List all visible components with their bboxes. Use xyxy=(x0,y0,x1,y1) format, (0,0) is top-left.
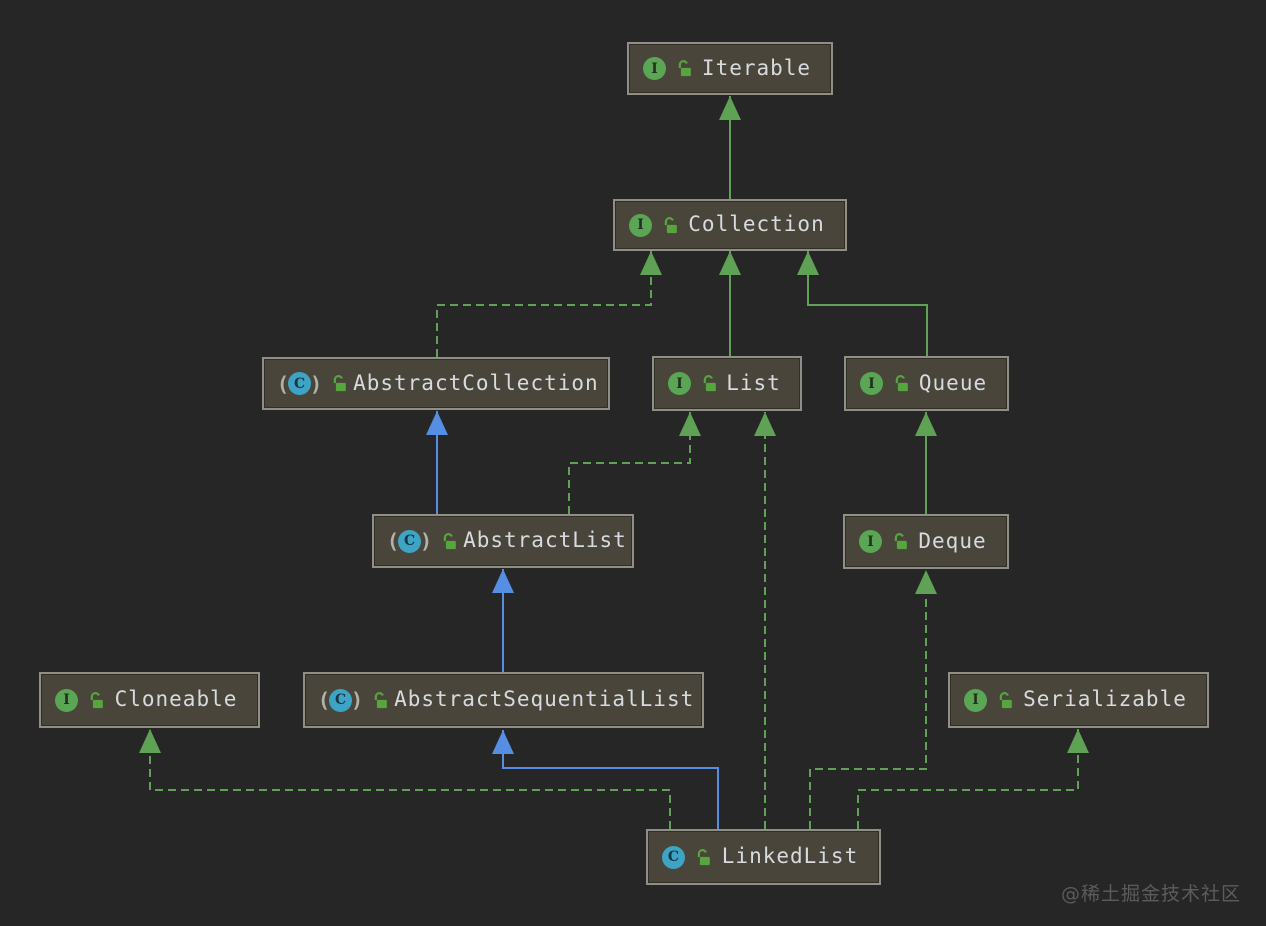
interface-icon: I xyxy=(860,372,883,395)
open-lock-icon xyxy=(661,216,680,235)
edge-linkedlist-implements-deque xyxy=(809,570,927,829)
interface-node-collection[interactable]: ( I ) Collection xyxy=(613,199,847,251)
class-icon: C xyxy=(662,845,685,869)
type-icon: ( C ) xyxy=(277,371,323,396)
type-letter: C xyxy=(667,849,680,865)
class-icon: C xyxy=(288,372,312,395)
abstract-class-node-abstractsequentiallist[interactable]: ( C ) AbstractSequentialList xyxy=(303,672,704,728)
type-letter: C xyxy=(403,533,416,549)
type-icon: ( I ) xyxy=(860,372,883,395)
abstract-class-node-abstractlist[interactable]: ( C ) AbstractList xyxy=(372,514,634,568)
abstract-paren-right: ) xyxy=(310,371,323,396)
type-icon: ( I ) xyxy=(859,530,882,553)
interface-icon: I xyxy=(964,688,987,712)
arrowhead-icon-abstractlist-to-list xyxy=(679,412,701,436)
open-lock-icon xyxy=(700,374,719,393)
open-lock-icon xyxy=(440,532,459,551)
arrowhead-icon-collection-to-iterable xyxy=(719,96,741,120)
open-lock-icon xyxy=(675,59,694,78)
type-icon: ( C ) xyxy=(318,688,364,712)
arrowhead-icon-linkedlist-to-abstractsequentiallist xyxy=(492,730,514,754)
edge-abstractlist-implements-list xyxy=(568,412,691,514)
abstract-paren-right: ) xyxy=(351,688,364,712)
arrowhead-icon-linkedlist-to-deque xyxy=(915,570,937,594)
type-icon: ( C ) xyxy=(387,529,433,553)
open-lock-icon xyxy=(330,374,349,393)
type-icon: ( I ) xyxy=(55,688,78,712)
arrowhead-icon-linkedlist-to-list xyxy=(754,412,776,436)
abstract-paren-left: ( xyxy=(387,529,400,553)
arrowhead-icon-linkedlist-to-cloneable xyxy=(139,729,161,753)
edge-linkedlist-implements-serializable xyxy=(857,729,1079,829)
open-lock-icon xyxy=(87,691,106,710)
open-lock-icon xyxy=(371,691,390,710)
arrowhead-icon-abstractcollection-to-collection xyxy=(640,251,662,275)
arrowhead-icon-abstractsequentiallist-to-abstractlist xyxy=(492,569,514,593)
type-icon: ( I ) xyxy=(643,57,666,80)
interface-node-iterable[interactable]: ( I ) Iterable xyxy=(627,42,833,95)
class-icon: C xyxy=(398,529,422,553)
type-letter: I xyxy=(676,375,683,392)
interface-icon: I xyxy=(629,213,652,237)
type-letter: C xyxy=(293,375,306,392)
abstract-class-node-abstractcollection[interactable]: ( C ) AbstractCollection xyxy=(262,357,610,410)
node-label: Cloneable xyxy=(114,687,238,711)
edge-linkedlist-implements-cloneable xyxy=(149,729,671,829)
type-letter: I xyxy=(651,60,658,77)
abstract-paren-left: ( xyxy=(318,688,331,712)
abstract-paren-left: ( xyxy=(277,371,290,396)
type-letter: I xyxy=(868,375,875,392)
class-node-linkedlist[interactable]: ( C ) LinkedList xyxy=(646,829,881,885)
type-icon: ( I ) xyxy=(629,213,652,237)
node-label: Deque xyxy=(918,528,987,553)
edge-abstractcollection-implements-collection xyxy=(436,251,652,357)
type-icon: ( C ) xyxy=(662,845,685,869)
interface-node-queue[interactable]: ( I ) Queue xyxy=(844,356,1009,411)
type-icon: ( I ) xyxy=(964,688,987,712)
node-label: AbstractSequentialList xyxy=(394,687,695,711)
node-label: LinkedList xyxy=(721,844,859,868)
node-label: AbstractList xyxy=(463,528,627,552)
open-lock-icon xyxy=(892,374,911,393)
class-icon: C xyxy=(329,688,353,712)
arrowhead-icon-deque-to-queue xyxy=(915,412,937,436)
type-letter: I xyxy=(63,692,70,708)
interface-node-deque[interactable]: ( I ) Deque xyxy=(843,514,1009,569)
arrowhead-icon-abstractlist-to-abstractcollection xyxy=(426,411,448,435)
type-letter: C xyxy=(334,692,347,708)
type-letter: I xyxy=(972,692,979,708)
interface-icon: I xyxy=(643,57,666,80)
open-lock-icon xyxy=(694,848,713,867)
node-label: Iterable xyxy=(701,55,812,80)
interface-icon: I xyxy=(859,530,882,553)
watermark: @稀土掘金技术社区 xyxy=(1060,883,1241,905)
type-letter: I xyxy=(867,533,874,550)
interface-icon: I xyxy=(668,372,691,395)
open-lock-icon xyxy=(996,691,1015,710)
abstract-paren-right: ) xyxy=(420,529,433,553)
node-label: Queue xyxy=(918,370,988,395)
type-icon: ( I ) xyxy=(668,372,691,395)
interface-node-serializable[interactable]: ( I ) Serializable xyxy=(948,672,1209,728)
node-label: Serializable xyxy=(1023,687,1187,711)
arrowhead-icon-list-to-collection xyxy=(719,251,741,275)
node-label: AbstractCollection xyxy=(353,370,599,395)
open-lock-icon xyxy=(891,532,910,551)
interface-icon: I xyxy=(55,688,78,712)
node-label: Collection xyxy=(688,212,825,236)
node-label: List xyxy=(726,370,781,395)
type-letter: I xyxy=(637,217,644,233)
arrowhead-icon-linkedlist-to-serializable xyxy=(1067,729,1089,753)
interface-node-list[interactable]: ( I ) List xyxy=(652,356,802,411)
edge-queue-extends-collection xyxy=(807,251,928,356)
arrowhead-icon-queue-to-collection xyxy=(797,251,819,275)
interface-node-cloneable[interactable]: ( I ) Cloneable xyxy=(39,672,260,728)
